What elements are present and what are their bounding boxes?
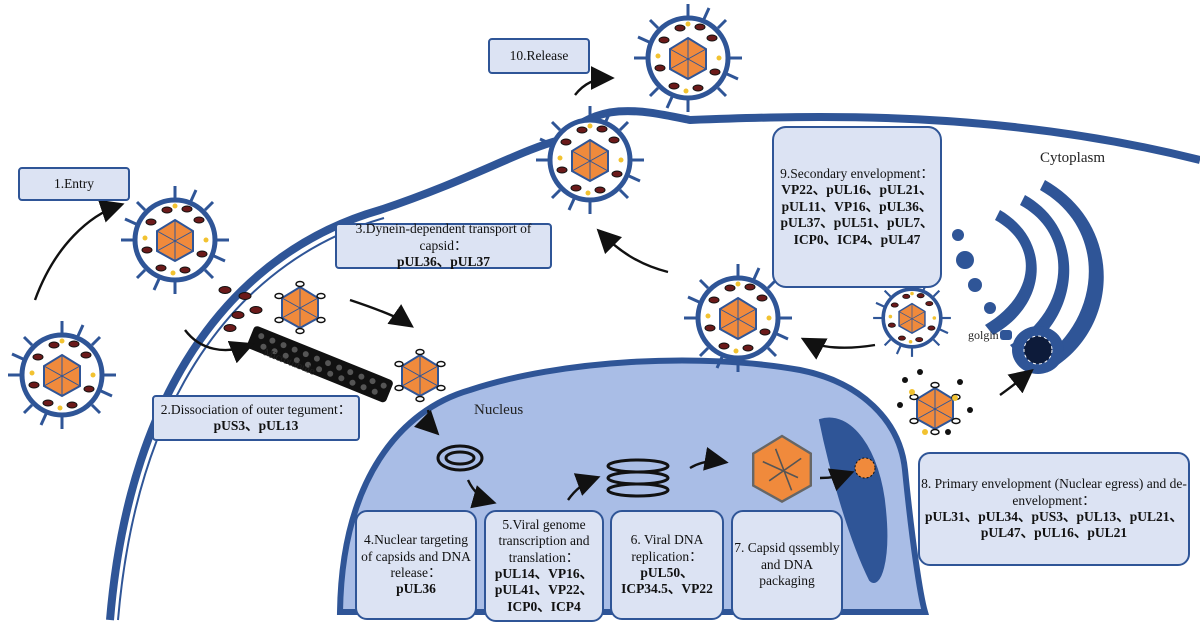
step-4-box: 4.Nuclear targeting of capsids and DNA r… <box>355 510 477 620</box>
step-10-text: 10.Release <box>509 47 569 63</box>
capsid-nuclear-pore <box>394 348 446 403</box>
step-4-text: 4.Nuclear targeting of capsids and DNA r… <box>361 532 471 580</box>
step-8-text: 8. Primary envelopment (Nuclear egress) … <box>921 476 1187 508</box>
step-5-box: 5.Viral genome transcription and transla… <box>484 510 604 622</box>
nucleus-label: Nucleus <box>474 402 524 418</box>
step-8-box: 8. Primary envelopment (Nuclear egress) … <box>918 452 1190 566</box>
step-6-text: 6. Viral DNA replication： <box>630 532 704 564</box>
step-2-box: 2.Dissociation of outer tegument： pUS3、p… <box>152 395 360 441</box>
capsid-assembly <box>751 434 813 503</box>
step-2-text: 2.Dissociation of outer tegument： <box>160 401 352 417</box>
step-2-proteins: pUS3、pUL13 <box>213 418 299 433</box>
outer-tegument-proteins <box>218 286 263 332</box>
step-9-box: 9.Secondary envelopment： VP22、pUL16、pUL2… <box>772 126 942 288</box>
step-7-box: 7. Capsid qssembly and DNA packaging <box>731 510 843 620</box>
virion-golgi <box>871 277 953 359</box>
step-5-text: 5.Viral genome transcription and transla… <box>498 516 590 565</box>
golgi-apparatus <box>952 180 1104 374</box>
step-8-proteins: pUL31、pUL34、pUS3、pUL13、pUL21、pUL47、pUL16… <box>924 509 1184 541</box>
step-4-proteins: pUL36 <box>396 581 436 597</box>
step-1-box: 1.Entry <box>18 167 130 201</box>
process-arrows <box>33 66 1034 509</box>
step-6-proteins: pUL50、ICP34.5、VP22 <box>621 565 713 597</box>
step-5-proteins: pUL14、VP16、pUL41、VP22、ICP0、ICP4 <box>494 566 594 614</box>
step-9-proteins: VP22、pUL16、pUL21、pUL11、VP16、pUL36、pUL37、… <box>780 182 934 247</box>
step-3-proteins: pUL36、pUL37 <box>396 254 491 270</box>
viral-dna-circle <box>436 444 484 472</box>
capsid-transport <box>274 280 326 335</box>
golgin-label: golgin <box>968 328 999 342</box>
viral-dna-concatemer <box>606 458 670 498</box>
virion-entry <box>8 321 116 429</box>
tegument-dots <box>897 369 973 435</box>
virion-exocytosis <box>536 106 644 214</box>
step-3-text: 3.Dynein-dependent transport of capsid： <box>355 221 532 253</box>
step-3-box: 3.Dynein-dependent transport of capsid： … <box>335 221 552 270</box>
virion-released <box>634 4 742 112</box>
cytoplasm-label: Cytoplasm <box>1040 150 1106 166</box>
step-10-box: 10.Release <box>488 38 590 74</box>
step-1-text: 1.Entry <box>53 175 95 191</box>
microtubule <box>247 326 393 403</box>
step-7-text: 7. Capsid qssembly and DNA packaging <box>734 540 840 589</box>
step-9-text: 9.Secondary envelopment： <box>780 165 934 181</box>
virion-fusing <box>121 186 229 294</box>
step-6-box: 6. Viral DNA replication： pUL50、ICP34.5、… <box>610 510 724 620</box>
capsid-de-envelopment <box>909 381 961 436</box>
